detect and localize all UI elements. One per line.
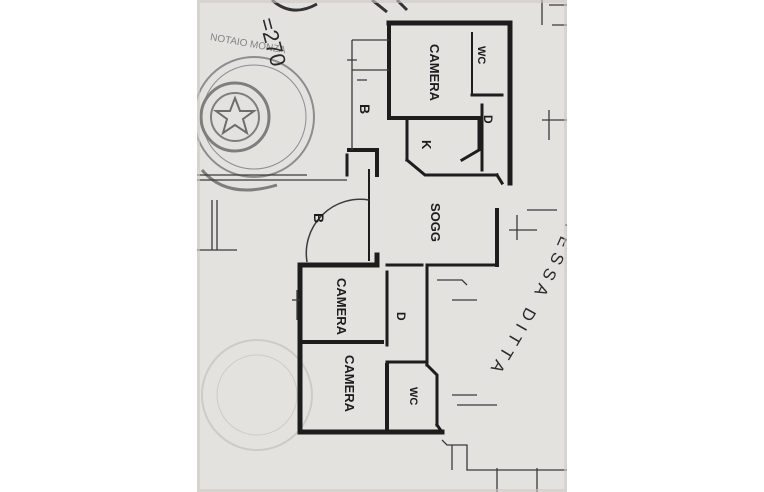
room-label-wc-top: WC xyxy=(475,46,487,64)
room-label-camera-mid: CAMERA xyxy=(334,278,349,336)
floor-plan-photo: NOTAIO MONZA =270 xyxy=(197,0,567,492)
room-label-cucina: K xyxy=(419,140,434,150)
room-label-disimpegno-bottom: D xyxy=(394,312,408,321)
room-label-disimpegno-top: D xyxy=(481,115,495,124)
faint-stamp-icon xyxy=(201,339,313,451)
room-label-balcone-top: B xyxy=(357,104,373,114)
floor-plan-drawing: NOTAIO MONZA =270 xyxy=(197,0,567,492)
room-label-camera-bottom: CAMERA xyxy=(342,355,357,413)
room-label-balcone-mid: B xyxy=(311,213,327,223)
room-label-soggiorno: SOGG xyxy=(428,203,443,242)
room-label-wc-bottom: WC xyxy=(407,387,419,405)
room-label-camera-top: CAMERA xyxy=(427,44,442,102)
